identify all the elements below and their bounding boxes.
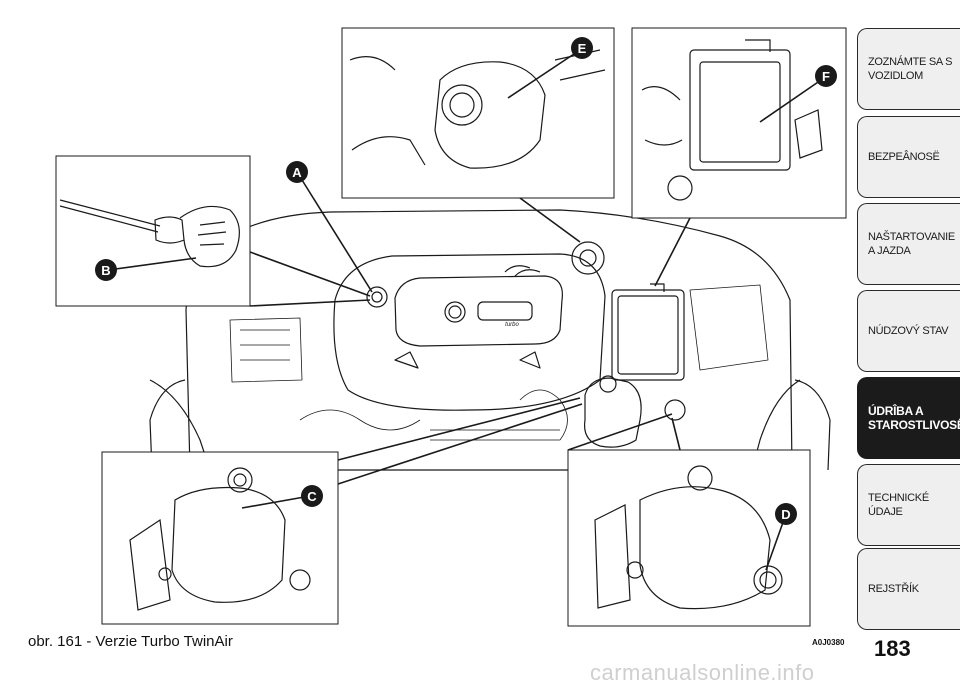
svg-text:D: D [781,507,790,522]
svg-text:C: C [307,489,317,504]
tab-label: NÚDZOVÝ STAV [868,325,949,337]
callout-d: D [775,503,797,525]
callout-c: C [301,485,323,507]
tab-udrzba[interactable]: ÚDRÎBA A STAROSTLIVOSË [857,377,960,459]
chapter-tabs: ZOZNÁMTE SA S VOZIDLOM BEZPEÂNOSË NAŠTAR… [857,28,960,630]
tab-label: ÚDRÎBA A STAROSTLIVOSË [868,404,960,432]
tab-label: ZOZNÁMTE SA S VOZIDLOM [868,56,953,82]
washer-tank-main [664,399,686,421]
page-number: 183 [874,636,911,661]
tab-rejstrik[interactable]: REJSTŘÍK [857,548,960,630]
callout-a: A [286,161,308,183]
figure-code: A0J0380 [812,638,845,647]
leader-lines [107,49,825,571]
callout-e: E [571,37,593,59]
engine-brand-text: turbo [505,322,519,328]
inset-e [341,27,615,199]
svg-text:F: F [822,69,830,84]
inset-d [567,449,811,627]
engine-details [229,284,769,441]
callout-f: F [815,65,837,87]
tab-nudzovy-stav[interactable]: NÚDZOVÝ STAV [857,290,960,372]
inset-c [101,451,339,625]
tab-label: NAŠTARTOVANIE A JAZDA [868,231,955,257]
tab-label: BEZPEÂNOSË [868,151,940,163]
brake-reservoir-main [571,241,605,275]
tab-zoznamte-sa[interactable]: ZOZNÁMTE SA S VOZIDLOM [857,28,960,110]
callout-b: B [95,259,117,281]
svg-text:A: A [292,165,302,180]
svg-text:E: E [578,41,587,56]
oil-filler-cap-main [366,286,388,308]
svg-text:B: B [101,263,110,278]
figure-caption: obr. 161 - Verzie Turbo TwinAir [28,633,233,650]
tab-label: REJSTŘÍK [868,583,919,595]
engine-cover [333,253,606,411]
tab-bezpecnost[interactable]: BEZPEÂNOSË [857,116,960,198]
tab-nastartovanie[interactable]: NAŠTARTOVANIE A JAZDA [857,203,960,285]
tab-label: TECHNICKÉ ÚDAJE [868,492,929,518]
inset-f [631,27,847,219]
battery-main [611,283,685,381]
engine-bay [149,209,831,471]
tab-technicke-udaje[interactable]: TECHNICKÉ ÚDAJE [857,464,960,546]
engine-figure: A B C D E F turbo [55,27,847,627]
inset-b [55,155,251,307]
coolant-tank-main [583,375,642,448]
watermark: carmanualsonline.info [590,660,815,685]
